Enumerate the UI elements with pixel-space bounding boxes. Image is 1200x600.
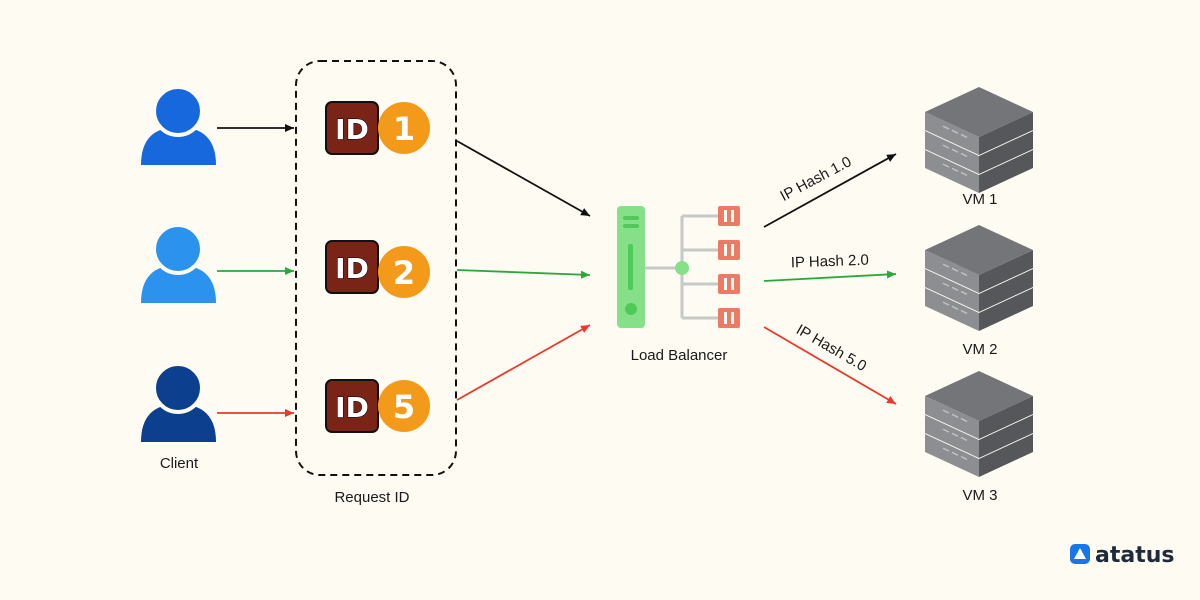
request-id-label: Request ID [334,489,409,506]
client-user-1-icon [141,85,216,165]
atatus-logo-icon [1070,544,1090,564]
number-badge-text: 5 [393,388,415,426]
number-badge-text: 1 [393,110,415,148]
id-badge-icon [325,240,379,294]
arrow-request-3 [456,324,591,401]
brand-name: atatus [1095,543,1174,568]
client-label: Client [160,455,199,472]
number-badge-icon [378,246,430,298]
vm-3-label: VM 3 [962,487,997,504]
client-user-2-icon [141,223,216,303]
id-badge-text: ID [335,113,369,146]
id-badge-text: ID [335,391,369,424]
vm-3-server-icon [925,371,1033,477]
arrow-request-1 [456,140,591,217]
number-badge-icon [378,102,430,154]
arrow-route-2 [763,270,897,282]
vm-1-server-icon [925,87,1033,193]
route-label-1: IP Hash 1.0 [777,153,854,205]
arrow-route-3 [763,326,897,405]
number-badge-text: 2 [393,254,415,292]
vm-2-label: VM 2 [962,341,997,358]
vm-1-label: VM 1 [962,191,997,208]
request-badge-1: ID 1 [325,101,430,155]
load-balancer-label: Load Balancer [631,347,728,364]
number-badge-icon [378,380,430,432]
vm-2-server-icon [925,225,1033,331]
arrow-request-2 [456,269,591,279]
id-badge-text: ID [335,252,369,285]
request-badge-5: ID 5 [325,379,430,433]
route-label-2: IP Hash 2.0 [791,252,870,272]
client-user-3-icon [141,362,216,442]
arrow-route-1 [763,153,897,228]
request-badge-2: ID 2 [325,240,430,298]
load-balancer-icon [617,206,740,328]
